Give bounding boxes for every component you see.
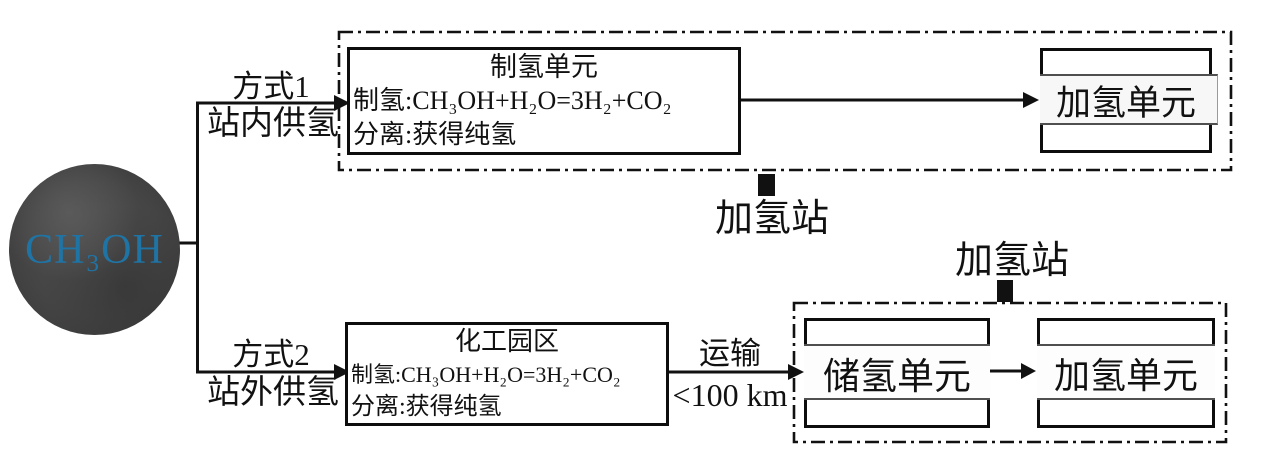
refueling-unit-bottom-band bbox=[1037, 344, 1215, 400]
station-top-border bbox=[337, 30, 1233, 172]
station-top-label: 加氢站 bbox=[714, 198, 829, 240]
methanol-label: CH₃OH bbox=[25, 226, 164, 273]
refueling-unit-bottom-box: 加氢单元 bbox=[1037, 318, 1215, 428]
chemical-park-box: 化工园区 制氢:CH₃OH+H₂O=3H₂+CO₂ 分离:获得纯氢 bbox=[345, 322, 669, 426]
refueling-unit-top-box: 加氢单元 bbox=[1040, 48, 1218, 153]
station-top-pointer-icon bbox=[758, 174, 775, 196]
storage-unit-box: 储氢单元 bbox=[804, 318, 990, 428]
refueling-unit-top-band bbox=[1040, 74, 1218, 125]
chemical-park-separation-text: 分离:获得纯氢 bbox=[351, 393, 502, 420]
storage-arrowhead-icon bbox=[1021, 363, 1036, 379]
production-reaction-text: 制氢:CH₃OH+H₂O=3H₂+CO₂ bbox=[353, 86, 672, 115]
branch2-mode-label: 站外供氢 bbox=[207, 375, 339, 411]
chemical-park-title: 化工园区 bbox=[454, 326, 559, 356]
branch1-method-label: 方式1 bbox=[232, 69, 310, 104]
methanol-node: CH₃OH bbox=[9, 164, 180, 335]
transport-arrowhead-icon bbox=[788, 364, 804, 380]
production-arrowhead-icon bbox=[1023, 92, 1039, 108]
station-bottom-pointer-icon bbox=[997, 280, 1013, 302]
station-bottom-label: 加氢站 bbox=[954, 240, 1069, 282]
production-unit-box: 制氢单元 制氢:CH₃OH+H₂O=3H₂+CO₂ 分离:获得纯氢 bbox=[347, 47, 741, 155]
branch2-method-label: 方式2 bbox=[232, 337, 310, 372]
chemical-park-reaction-text: 制氢:CH₃OH+H₂O=3H₂+CO₂ bbox=[351, 361, 621, 387]
transport-label: 运输 bbox=[699, 336, 761, 371]
refueling-unit-top-label: 加氢单元 bbox=[1055, 84, 1196, 123]
storage-unit-band bbox=[804, 344, 990, 400]
storage-unit-label: 储氢单元 bbox=[823, 357, 971, 398]
refueling-unit-bottom-label: 加氢单元 bbox=[1053, 356, 1198, 396]
branch1-mode-label: 站内供氢 bbox=[207, 106, 339, 142]
production-separation-text: 分离:获得纯氢 bbox=[353, 120, 517, 149]
branch2-arrowhead-icon bbox=[334, 364, 350, 380]
station-bottom-border bbox=[792, 301, 1228, 444]
production-unit-title: 制氢单元 bbox=[490, 52, 598, 82]
transport-distance-label: <100 km bbox=[672, 377, 788, 413]
